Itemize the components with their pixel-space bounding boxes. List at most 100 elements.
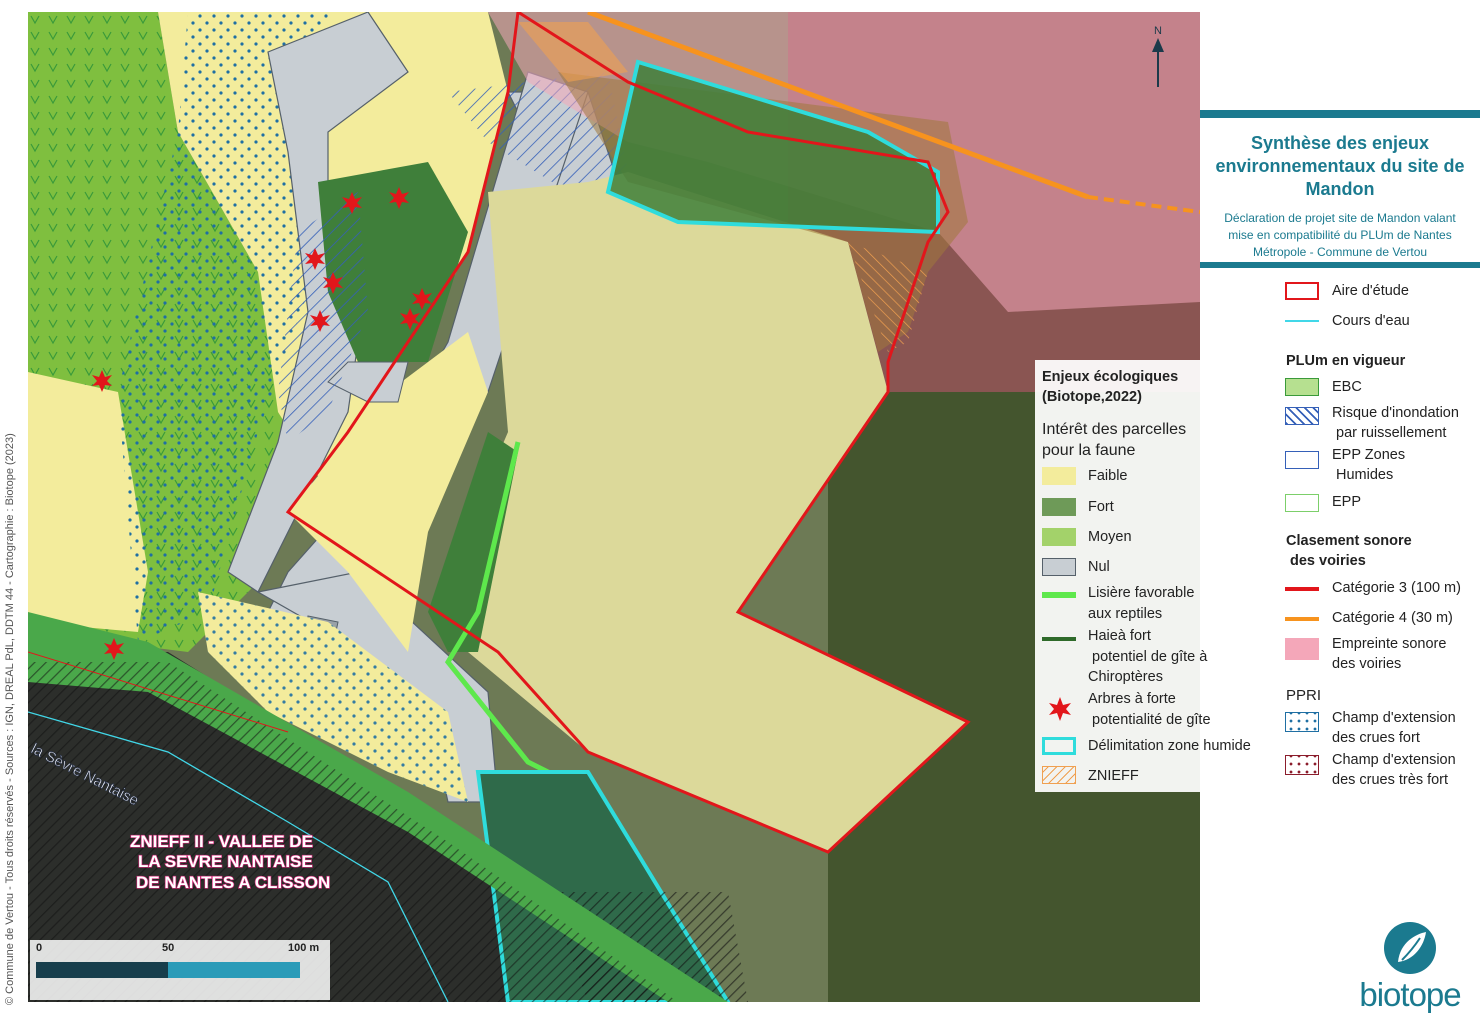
tree-star[interactable] <box>104 638 124 660</box>
legend-crues-fort-1: Champ d'extension <box>1332 710 1456 726</box>
empreinte-swatch <box>1285 638 1319 660</box>
ppri-dots-south <box>198 592 468 802</box>
aire-etude-outline <box>285 12 971 854</box>
legend-znieff: ZNIEFF <box>1088 768 1139 784</box>
znieff-line-3: DE NANTES A CLISSON <box>136 873 330 892</box>
cours-eau <box>28 711 449 1002</box>
legend-epp-zh-2: Humides <box>1336 467 1394 483</box>
nul-swatch <box>1042 558 1076 576</box>
panel-title: Synthèse des enjeux environnementaux du … <box>1200 132 1480 201</box>
legend-nul: Nul <box>1088 559 1110 575</box>
ebc-swatch <box>1285 378 1319 396</box>
scale-bar: 0 50 100 m <box>30 940 330 1000</box>
tree-star[interactable] <box>389 187 409 209</box>
ppri-heading: PPRI <box>1286 687 1322 704</box>
tree-star[interactable] <box>342 192 362 214</box>
legend-lisiere-1: Lisière favorable <box>1088 585 1195 601</box>
tree-star[interactable] <box>412 288 432 310</box>
cat4-swatch <box>1285 617 1319 621</box>
legend-head-1: Enjeux écologiques <box>1042 369 1179 385</box>
epp-zh-swatch <box>1285 451 1319 469</box>
tree-star[interactable] <box>323 272 343 294</box>
title-line-1: Synthèse des enjeux <box>1250 133 1430 153</box>
scale-seg-light <box>168 962 300 978</box>
north-label: N <box>1154 25 1162 37</box>
moyen-swatch <box>1042 528 1076 546</box>
title-line-2: environnementaux du site de <box>1215 156 1465 176</box>
map-legend: Enjeux écologiques (Biotope,2022) Intérê… <box>1035 360 1273 792</box>
arbres-gite <box>92 187 432 660</box>
znieff-line-2: LA SEVRE NANTAISE <box>138 852 313 871</box>
legend-fort: Fort <box>1088 499 1114 515</box>
arbres-star-icon <box>1049 697 1071 721</box>
sonore-heading-1: Clasement sonore <box>1286 533 1412 549</box>
subtitle-line-1: Déclaration de projet site de Mandon val… <box>1224 211 1456 225</box>
legend-crues-tres-fort-1: Champ d'extension <box>1332 752 1456 768</box>
legend-risque-2: par ruissellement <box>1336 425 1447 441</box>
risque-swatch <box>1285 407 1319 425</box>
credit-text: © Commune de Vertou - Tous droits réserv… <box>4 433 16 1005</box>
biotope-logo: biotope <box>1340 920 1480 1015</box>
scale-tick-0: 0 <box>36 942 43 954</box>
legend-delim: Délimitation zone humide <box>1088 738 1251 754</box>
scale-tick-100: 100 m <box>288 942 320 954</box>
znieff-label: ZNIEFF II - VALLEE DE LA SEVRE NANTAISE … <box>129 831 331 892</box>
legend-sub-1: Intérêt des parcelles <box>1042 421 1187 438</box>
legend-crues-tres-fort-2: des crues très fort <box>1332 772 1449 788</box>
panel-subtitle: Déclaration de projet site de Mandon val… <box>1200 210 1480 261</box>
faible-zone-left <box>28 372 148 632</box>
zone-humide-swatch <box>1042 737 1076 755</box>
legend-aire: Aire d'étude <box>1332 283 1409 299</box>
logo-wordmark: biotope <box>1359 976 1461 1013</box>
faible-swatch <box>1042 467 1076 485</box>
north-arrow: N <box>1152 25 1164 87</box>
subtitle-line-2: mise en compatibilité du PLUm de Nantes <box>1228 228 1452 242</box>
legend-empreinte-2: des voiries <box>1332 656 1402 672</box>
legend-moyen: Moyen <box>1088 529 1132 545</box>
legend-arbres-2: potentialité de gîte <box>1092 712 1211 728</box>
legend-risque-1: Risque d'inondation <box>1332 405 1459 421</box>
zone-humide-top <box>605 59 940 235</box>
cours-swatch <box>1285 320 1319 322</box>
legend-empreinte-1: Empreinte sonore <box>1332 636 1447 652</box>
plum-heading: PLUm en vigueur <box>1286 353 1406 369</box>
title-line-3: Mandon <box>1305 179 1375 199</box>
legend-panel: Synthèse des enjeux environnementaux du … <box>1200 0 1480 1017</box>
cat4-road-end <box>1087 195 1200 214</box>
legend-epp-zh-1: EPP Zones <box>1332 447 1406 463</box>
tree-star[interactable] <box>310 310 330 332</box>
cat4-road <box>587 12 1089 200</box>
znieff-swatch <box>1042 766 1076 784</box>
haie-swatch <box>1042 637 1076 641</box>
legend-haie-3: Chiroptères <box>1088 669 1163 685</box>
cat3-swatch <box>1285 587 1319 591</box>
fort-swatch <box>1042 498 1076 516</box>
tree-star[interactable] <box>400 308 420 330</box>
znieff-line-1: ZNIEFF II - VALLEE DE <box>130 832 313 851</box>
legend-faible: Faible <box>1088 468 1128 484</box>
legend-sub-2: pour la faune <box>1042 442 1136 459</box>
legend-cours: Cours d'eau <box>1332 313 1410 329</box>
scale-seg-dark <box>36 962 168 978</box>
legend-cat4: Catégorie 4 (30 m) <box>1332 610 1453 626</box>
map-canvas[interactable]: N la Sèvre Nantaise ZNIEFF II - VALLEE D… <box>28 12 1200 1002</box>
subtitle-line-3: Métropole - Commune de Vertou <box>1252 245 1428 259</box>
epp-swatch <box>1285 494 1319 512</box>
tree-star[interactable] <box>305 248 325 270</box>
znieff-corner <box>518 22 628 82</box>
sonore-heading-2: des voiries <box>1290 553 1366 569</box>
legend-lisiere-2: aux reptiles <box>1088 606 1163 622</box>
faible-zone-center <box>288 332 488 652</box>
aire-swatch <box>1285 282 1319 300</box>
ppri-dots-left <box>118 12 328 642</box>
legend-ebc: EBC <box>1332 379 1362 395</box>
legend-arbres-1: Arbres à forte <box>1088 691 1176 707</box>
biotope-logo-icon <box>1384 922 1436 974</box>
legend-head-2: (Biotope,2022) <box>1042 389 1142 405</box>
scale-tick-50: 50 <box>162 942 175 954</box>
fort-zone-top <box>608 62 938 232</box>
crues-tres-fort-swatch <box>1285 755 1319 775</box>
lisiere-swatch <box>1042 592 1076 598</box>
crues-tres-fort <box>28 662 678 1002</box>
tree-star[interactable] <box>92 370 112 392</box>
